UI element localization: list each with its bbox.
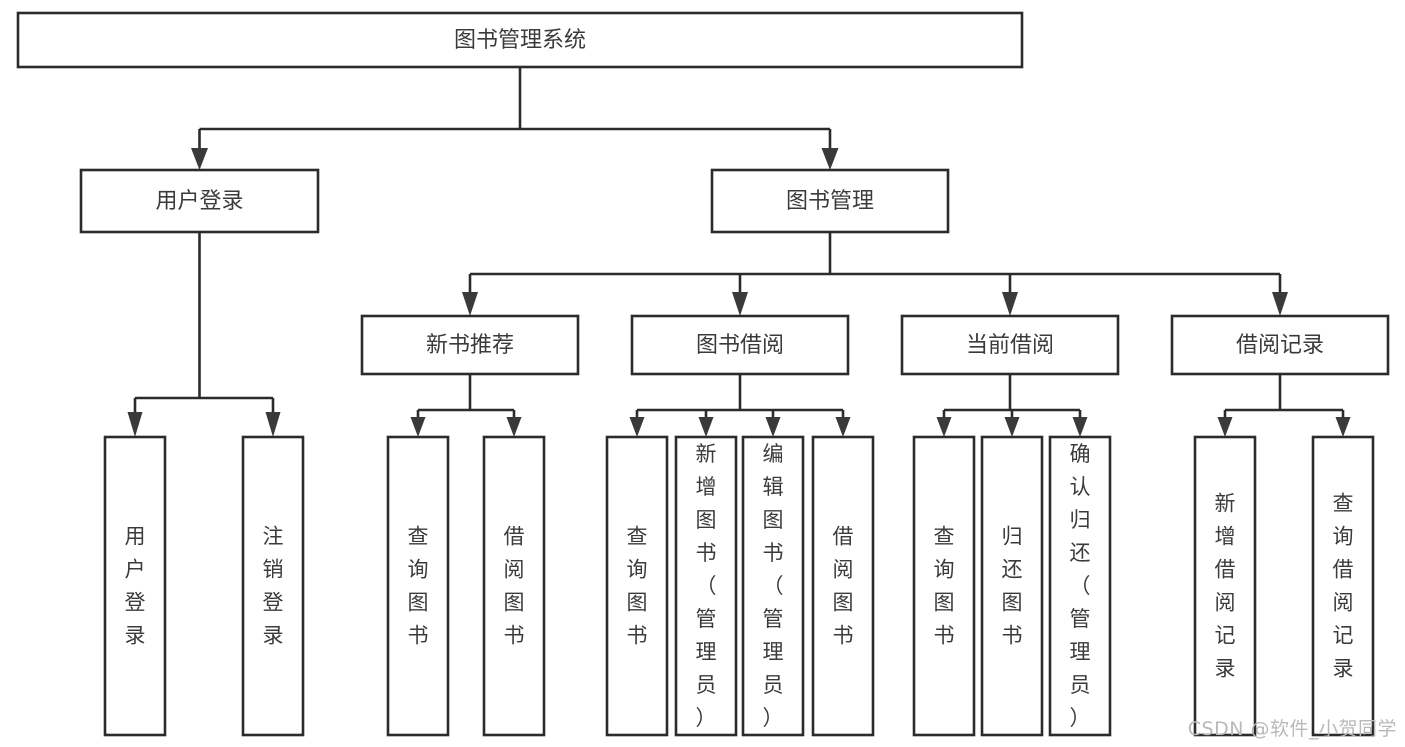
node-book-management-label: 图书管理 bbox=[786, 189, 874, 214]
node-user-login-box[interactable] bbox=[79, 168, 320, 234]
node-current-borrow-label: 当前借阅 bbox=[966, 333, 1054, 358]
leaf-borrow-book-label: 借阅图书 bbox=[833, 525, 854, 648]
arrow-head-leaf-query-record bbox=[1335, 417, 1351, 437]
node-borrow-record-box[interactable] bbox=[1170, 314, 1390, 376]
node-root[interactable]: 图书管理系统 bbox=[16, 11, 1024, 69]
arrow-head-leaf-user-login bbox=[127, 412, 143, 437]
arrow-head-leaf-borrow-book-a bbox=[506, 417, 522, 437]
leaf-logout-label: 注销登录 bbox=[263, 525, 284, 648]
leaf-borrow-book-recommend[interactable]: 借阅图书 bbox=[482, 435, 546, 737]
leaf-user-login[interactable]: 用户登录 bbox=[103, 435, 167, 737]
arrow-head-leaf-add-record bbox=[1217, 417, 1233, 437]
leaf-borrow-book-box[interactable] bbox=[811, 435, 875, 737]
node-user-login[interactable]: 用户登录 bbox=[79, 168, 320, 234]
leaf-add-book-admin[interactable]: 新增图书（管理员） bbox=[674, 435, 738, 737]
leaf-query-borrow-record-label: 查询借阅记录 bbox=[1333, 492, 1354, 681]
leaf-logout[interactable]: 注销登录 bbox=[241, 435, 305, 737]
arrow-head-current-borrow bbox=[1002, 292, 1018, 316]
leaf-return-book[interactable]: 归还图书 bbox=[980, 435, 1044, 737]
node-current-borrow[interactable]: 当前借阅 bbox=[900, 314, 1120, 376]
arrow-head-leaf-return-book bbox=[1004, 417, 1020, 437]
leaf-edit-book-admin-label: 编辑图书（管理员） bbox=[763, 442, 784, 730]
node-new-book-recommend-label: 新书推荐 bbox=[426, 333, 514, 358]
leaf-edit-book-admin[interactable]: 编辑图书（管理员） bbox=[741, 435, 805, 737]
leaf-query-book-recommend-label: 查询图书 bbox=[408, 525, 429, 648]
node-borrow-record[interactable]: 借阅记录 bbox=[1170, 314, 1390, 376]
arrow-head-book-borrow bbox=[732, 292, 748, 316]
arrow-head-leaf-confirm-return bbox=[1072, 417, 1088, 437]
leaf-user-login-box[interactable] bbox=[103, 435, 167, 737]
leaf-query-book-current[interactable]: 查询图书 bbox=[912, 435, 976, 737]
node-user-login-label: 用户登录 bbox=[155, 189, 243, 214]
leaf-borrow-book-recommend-box[interactable] bbox=[482, 435, 546, 737]
node-borrow-record-label: 借阅记录 bbox=[1236, 333, 1324, 358]
arrow-head-leaf-query-book-c bbox=[936, 417, 952, 437]
leaf-query-book-borrow-label: 查询图书 bbox=[627, 525, 648, 648]
leaf-borrow-book[interactable]: 借阅图书 bbox=[811, 435, 875, 737]
node-book-management-box[interactable] bbox=[710, 168, 950, 234]
connector-layer bbox=[127, 67, 1351, 437]
leaf-confirm-return-admin-box[interactable] bbox=[1048, 435, 1112, 737]
leaf-query-book-borrow[interactable]: 查询图书 bbox=[605, 435, 669, 737]
leaf-logout-box[interactable] bbox=[241, 435, 305, 737]
leaf-query-book-current-box[interactable] bbox=[912, 435, 976, 737]
node-book-borrow-label: 图书借阅 bbox=[696, 333, 784, 358]
node-book-management[interactable]: 图书管理 bbox=[710, 168, 950, 234]
leaf-return-book-box[interactable] bbox=[980, 435, 1044, 737]
leaf-user-login-label: 用户登录 bbox=[125, 525, 146, 648]
leaf-borrow-book-recommend-label: 借阅图书 bbox=[504, 525, 525, 648]
arrow-head-leaf-edit-book bbox=[765, 417, 781, 437]
arrow-head-leaf-logout bbox=[265, 412, 281, 437]
leaf-query-book-recommend-box[interactable] bbox=[386, 435, 450, 737]
node-new-book-recommend[interactable]: 新书推荐 bbox=[360, 314, 580, 376]
leaf-query-borrow-record[interactable]: 查询借阅记录 bbox=[1311, 435, 1375, 737]
leaf-add-book-admin-box[interactable] bbox=[674, 435, 738, 737]
arrow-head-book-mgmt bbox=[821, 148, 839, 170]
node-current-borrow-box[interactable] bbox=[900, 314, 1120, 376]
leaf-confirm-return-admin-label: 确认归还（管理员） bbox=[1070, 442, 1091, 730]
leaf-edit-book-admin-box[interactable] bbox=[741, 435, 805, 737]
arrow-head-new-book bbox=[462, 292, 478, 316]
arrow-head-leaf-add-book bbox=[698, 417, 714, 437]
arrow-head-leaf-query-book-b bbox=[629, 417, 645, 437]
leaf-return-book-label: 归还图书 bbox=[1002, 525, 1023, 648]
node-new-book-recommend-box[interactable] bbox=[360, 314, 580, 376]
leaf-add-borrow-record[interactable]: 新增借阅记录 bbox=[1193, 435, 1257, 737]
leaf-query-book-recommend[interactable]: 查询图书 bbox=[386, 435, 450, 737]
node-book-borrow[interactable]: 图书借阅 bbox=[630, 314, 850, 376]
node-root-label: 图书管理系统 bbox=[454, 28, 586, 53]
leaf-query-borrow-record-box[interactable] bbox=[1311, 435, 1375, 737]
node-root-box[interactable] bbox=[16, 11, 1024, 69]
leaf-add-borrow-record-label: 新增借阅记录 bbox=[1215, 492, 1236, 681]
leaf-query-book-borrow-box[interactable] bbox=[605, 435, 669, 737]
leaf-confirm-return-admin[interactable]: 确认归还（管理员） bbox=[1048, 435, 1112, 737]
arrow-head-borrow-record bbox=[1272, 292, 1288, 316]
arrow-head-leaf-query-book-a bbox=[410, 417, 426, 437]
leaf-add-book-admin-label: 新增图书（管理员） bbox=[696, 442, 717, 730]
arrow-head-user-login bbox=[191, 148, 208, 170]
leaf-add-borrow-record-box[interactable] bbox=[1193, 435, 1257, 737]
node-book-borrow-box[interactable] bbox=[630, 314, 850, 376]
csdn-watermark: CSDN @软件_小贺同学 bbox=[1187, 718, 1397, 740]
leaf-query-book-current-label: 查询图书 bbox=[934, 525, 955, 648]
arrow-head-leaf-borrow-book-b bbox=[835, 417, 851, 437]
